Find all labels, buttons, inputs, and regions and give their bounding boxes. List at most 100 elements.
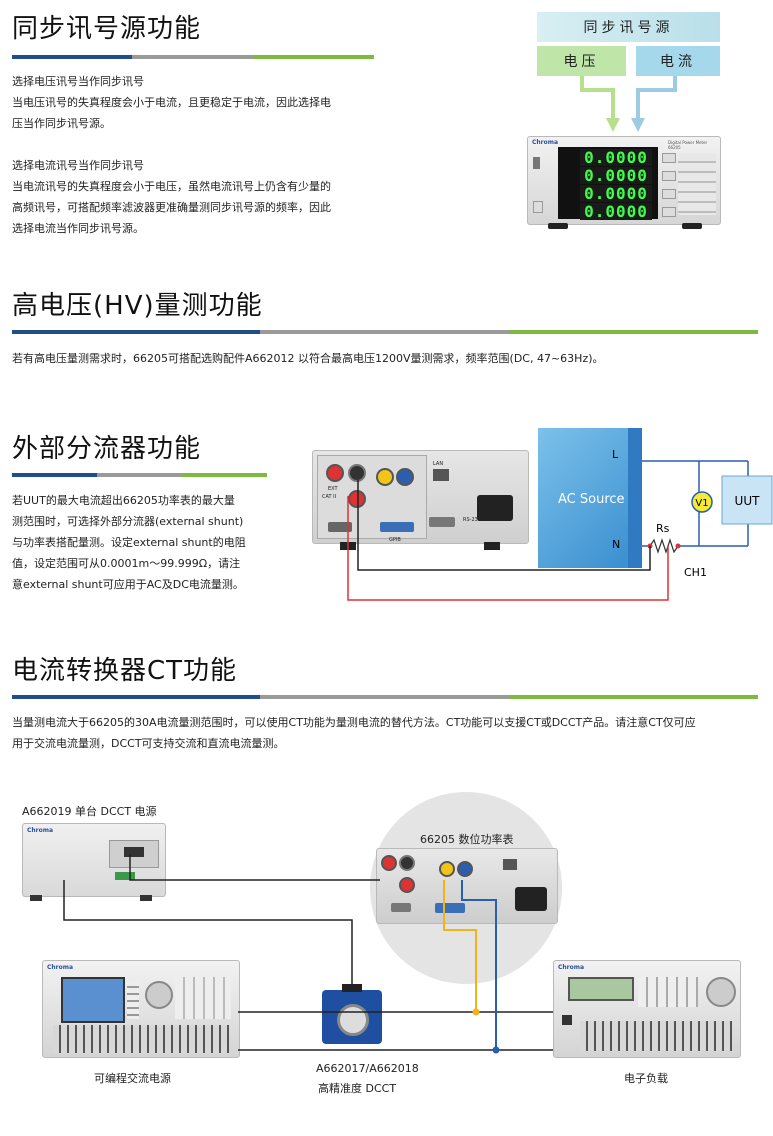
red-terminal[interactable] bbox=[381, 855, 397, 871]
text-line: 当电压讯号的失真程度会小于电流，且更稳定于电流，因此选择电 bbox=[12, 96, 331, 109]
shunt-description: 若UUT的最大电流超出66205功率表的最大量 测范围时，可选择外部分流器(ex… bbox=[12, 490, 282, 595]
lan-port[interactable] bbox=[503, 859, 517, 870]
meter-display: 0.0000 0.0000 0.0000 0.0000 bbox=[558, 147, 658, 220]
ac-source-display bbox=[61, 977, 125, 1023]
gpib-port[interactable] bbox=[435, 903, 465, 913]
dcct-connector-panel bbox=[109, 840, 159, 868]
brand-logo: Chroma bbox=[558, 964, 585, 971]
ct-wiring bbox=[63, 854, 553, 1054]
dcct-power-supply: Chroma bbox=[22, 823, 166, 897]
v1-meter bbox=[691, 491, 713, 513]
keypad[interactable] bbox=[678, 153, 716, 215]
dcct-model-label: A662017/A662018 bbox=[316, 1062, 419, 1075]
reading-2: 0.0000 bbox=[580, 167, 652, 184]
blue-terminal[interactable] bbox=[396, 468, 414, 486]
rs-label: Rs bbox=[656, 522, 670, 535]
shunt-title: 外部分流器功能 bbox=[12, 434, 202, 464]
dcct-sensor-wire bbox=[63, 880, 353, 986]
vent-grille bbox=[580, 1021, 732, 1051]
gpib-port[interactable] bbox=[380, 522, 414, 532]
db9-port[interactable] bbox=[391, 903, 411, 912]
shunt-title-underline bbox=[12, 473, 267, 477]
dcct-supply-label: A662019 单台 DCCT 电源 bbox=[22, 805, 157, 818]
current-box: 电流 bbox=[636, 46, 720, 76]
text-line: 值，设定范围可从0.0001m～99.999Ω，请注 bbox=[12, 557, 241, 570]
current-arrow-head bbox=[631, 118, 645, 132]
v1-label: V1 bbox=[695, 498, 708, 509]
rs232-label: RS-232 bbox=[463, 517, 481, 523]
power-switch[interactable] bbox=[562, 1015, 572, 1025]
uut-box bbox=[721, 475, 773, 525]
power-switch[interactable] bbox=[533, 201, 543, 213]
text-line: 高频讯号，可搭配频率滤波器更准确量测同步讯号源的频率，因此 bbox=[12, 201, 331, 214]
voltage-box: 电压 bbox=[537, 46, 626, 76]
rotary-knob[interactable] bbox=[145, 981, 173, 1009]
voltage-arrow-head bbox=[606, 118, 620, 132]
gpib-label: GPIB bbox=[389, 537, 401, 543]
uut-label: UUT bbox=[735, 494, 761, 508]
junction-dot bbox=[492, 1046, 500, 1054]
yellow-terminal[interactable] bbox=[439, 861, 455, 877]
usb-port bbox=[533, 157, 540, 169]
ext-label: EXT bbox=[328, 486, 338, 492]
dcct-connector[interactable] bbox=[342, 984, 362, 992]
cat-label: CAT II bbox=[322, 494, 337, 500]
ac-source-label: AC Source bbox=[558, 492, 625, 507]
brand-logo: Chroma bbox=[47, 964, 74, 971]
dcct-connector[interactable] bbox=[124, 847, 144, 857]
sync-source-box: 同步讯号源 bbox=[537, 12, 720, 42]
sync-para-current: 选择电流讯号当作同步讯号 当电流讯号的失真程度会小于电压，虽然电流讯号上仍含有少… bbox=[12, 155, 382, 239]
programmable-ac-source: Chroma bbox=[42, 960, 240, 1058]
ch1-label: CH1 bbox=[684, 566, 707, 579]
dcct-sensor bbox=[322, 984, 382, 1044]
electronic-load: Chroma bbox=[553, 960, 741, 1058]
green-terminal[interactable] bbox=[115, 872, 135, 880]
meter-foot bbox=[484, 542, 500, 550]
voltage-arrow bbox=[580, 76, 615, 120]
black-sense-wire bbox=[357, 480, 651, 571]
function-key[interactable] bbox=[662, 189, 676, 199]
brand-logo: Chroma bbox=[532, 139, 559, 146]
rotary-knob[interactable] bbox=[706, 977, 736, 1007]
black-terminal[interactable] bbox=[348, 464, 366, 482]
function-key[interactable] bbox=[662, 207, 676, 217]
lan-port[interactable] bbox=[433, 469, 449, 481]
ct-title-underline bbox=[12, 695, 758, 699]
text-line: 压当作同步讯号源。 bbox=[12, 117, 111, 130]
keypad[interactable] bbox=[175, 977, 231, 1019]
power-inlet bbox=[515, 887, 547, 911]
db9-port[interactable] bbox=[328, 522, 352, 532]
yellow-terminal[interactable] bbox=[376, 468, 394, 486]
ct-description: 当量测电流大于66205的30A电流量测范围时，可以使用CT功能为量测电流的替代… bbox=[12, 712, 767, 754]
sync-title-underline bbox=[12, 55, 374, 59]
meter-foot bbox=[548, 223, 568, 229]
red-terminal[interactable] bbox=[326, 464, 344, 482]
text-line: 若UUT的最大电流超出66205功率表的最大量 bbox=[12, 494, 235, 507]
dcct-ext-wire bbox=[129, 854, 380, 881]
red-sense-wire bbox=[347, 496, 669, 601]
brand-logo: Chroma bbox=[27, 827, 54, 834]
ext-terminal[interactable] bbox=[399, 877, 415, 893]
reading-1: 0.0000 bbox=[580, 149, 652, 166]
black-terminal[interactable] bbox=[399, 855, 415, 871]
function-keys[interactable] bbox=[127, 981, 139, 1019]
text-line: 与功率表搭配量测。设定external shunt的电阻 bbox=[12, 536, 246, 549]
text-line: 当量测电流大于66205的30A电流量测范围时，可以使用CT功能为量测电流的替代… bbox=[12, 716, 696, 729]
reading-4: 0.0000 bbox=[580, 203, 652, 220]
shunt-wiring: V1 UUT L N Rs CH1 bbox=[347, 448, 773, 601]
ct-title: 电流转换器CT功能 bbox=[12, 656, 238, 686]
keypad[interactable] bbox=[638, 977, 698, 1007]
sync-arrows bbox=[580, 76, 677, 132]
text-line: 选择电压讯号当作同步讯号 bbox=[12, 75, 144, 88]
function-key[interactable] bbox=[662, 171, 676, 181]
text-line: 当电流讯号的失真程度会小于电压，虽然电流讯号上仍含有少量的 bbox=[12, 180, 331, 193]
hv-description: 若有高电压量测需求时，66205可搭配选购配件A662012 以符合最高电压12… bbox=[12, 352, 604, 365]
rs232-port[interactable] bbox=[429, 517, 455, 527]
text-line: 测范围时，可选择外部分流器(external shunt) bbox=[12, 515, 244, 528]
ext-terminal[interactable] bbox=[348, 490, 366, 508]
blue-terminal[interactable] bbox=[457, 861, 473, 877]
meter-foot bbox=[682, 223, 702, 229]
power-meter-front: Chroma Digital Power Meter 66205 0.0000 … bbox=[527, 136, 721, 225]
function-key[interactable] bbox=[662, 153, 676, 163]
text-line: 用于交流电流量测，DCCT可支持交流和直流电流量测。 bbox=[12, 737, 285, 750]
